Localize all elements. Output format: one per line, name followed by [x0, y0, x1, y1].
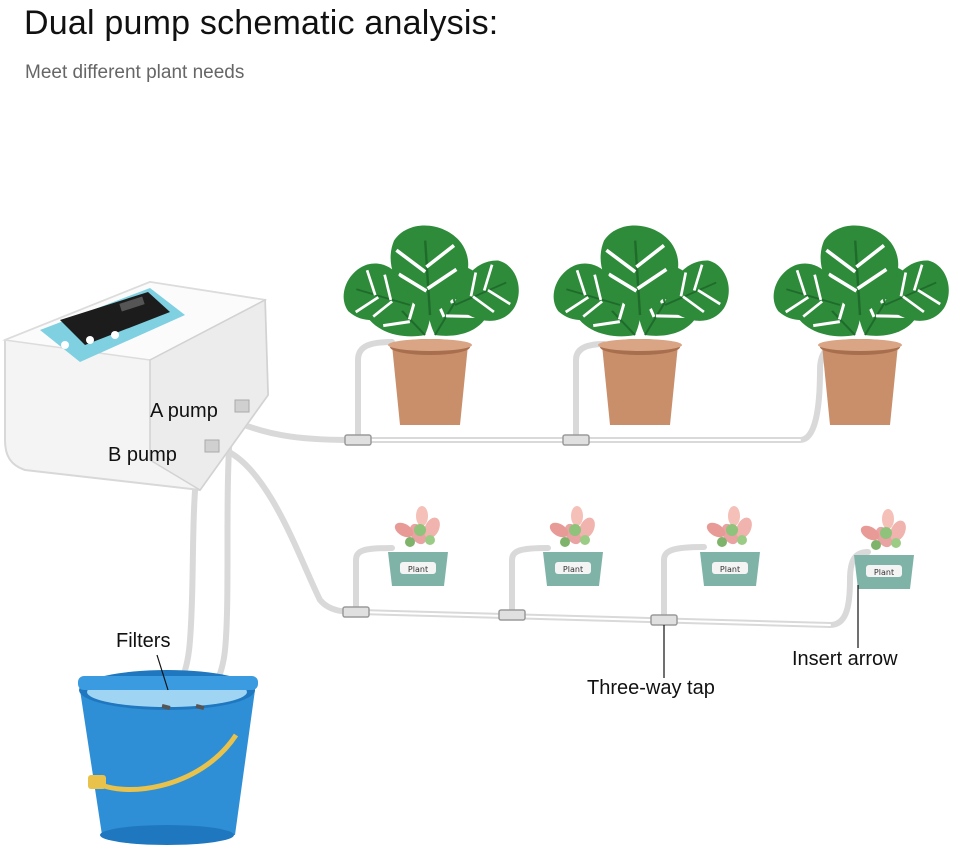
page-title: Dual pump schematic analysis:	[24, 4, 499, 42]
three-way-taps	[342, 434, 678, 626]
page-subtitle: Meet different plant needs	[25, 62, 245, 83]
succulent-pot-1: Plant	[388, 506, 448, 586]
leader-lines	[156, 585, 859, 691]
pump-controller	[2, 280, 270, 492]
filters-label: Filters	[116, 630, 171, 652]
pot-tag-1: Plant	[408, 565, 428, 574]
pot-tag-3: Plant	[720, 565, 740, 574]
succulent-pot-4: Plant	[854, 509, 914, 589]
monstera-pot-2	[545, 223, 740, 425]
pot-tag-4: Plant	[874, 568, 894, 577]
monstera-pot-3	[765, 223, 957, 425]
pot-tag-2: Plant	[563, 565, 583, 574]
succulent-pot-3: Plant	[700, 506, 760, 586]
b-pump-label: B pump	[108, 444, 177, 466]
succulent-pot-2: Plant	[543, 506, 603, 586]
a-pump-label: A pump	[150, 400, 218, 422]
water-bucket	[78, 670, 258, 845]
tubing	[162, 339, 871, 709]
three-way-tap-label: Three-way tap	[587, 677, 715, 699]
insert-arrow-label: Insert arrow	[792, 648, 898, 670]
monstera-pot-1	[335, 223, 530, 425]
